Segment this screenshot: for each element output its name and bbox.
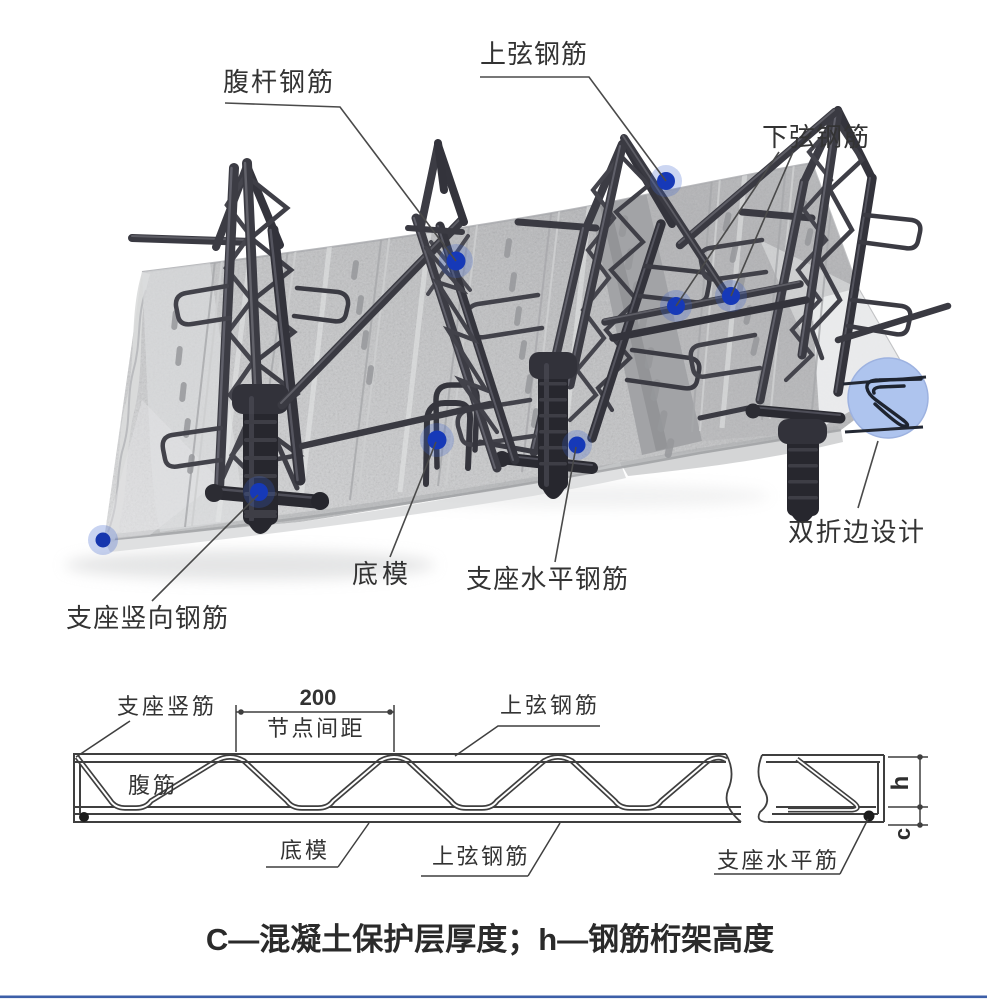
svg-text:支座水平筋: 支座水平筋: [717, 848, 840, 873]
svg-text:支座竖筋: 支座竖筋: [117, 694, 217, 719]
svg-text:上弦钢筋: 上弦钢筋: [480, 39, 588, 69]
svg-text:h: h: [887, 776, 914, 791]
svg-text:200: 200: [300, 685, 337, 710]
svg-text:底模: 底模: [352, 559, 412, 589]
svg-text:C—混凝土保护层厚度；h—钢筋桁架高度: C—混凝土保护层厚度；h—钢筋桁架高度: [206, 922, 774, 957]
svg-text:上弦钢筋: 上弦钢筋: [432, 844, 530, 869]
svg-text:腹杆钢筋: 腹杆钢筋: [223, 67, 335, 97]
svg-text:支座竖向钢筋: 支座竖向钢筋: [66, 603, 229, 633]
svg-text:c: c: [890, 828, 915, 840]
svg-text:节点间距: 节点间距: [267, 716, 365, 741]
svg-text:双折边设计: 双折边设计: [788, 517, 926, 547]
svg-text:下弦钢筋: 下弦钢筋: [762, 122, 870, 152]
svg-text:上弦钢筋: 上弦钢筋: [500, 693, 600, 718]
svg-text:支座水平钢筋: 支座水平钢筋: [466, 564, 629, 594]
svg-text:腹筋: 腹筋: [128, 773, 178, 798]
svg-text:底模: 底模: [280, 838, 330, 863]
